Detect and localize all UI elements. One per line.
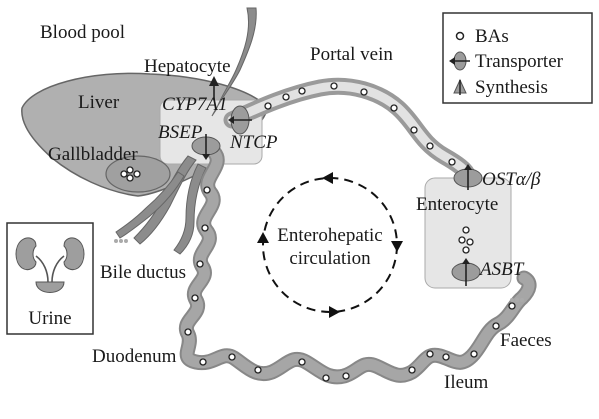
label-portal-vein: Portal vein — [310, 44, 393, 65]
label-cyp7a1: CYP7A1 — [162, 94, 227, 115]
label-hepatocyte: Hepatocyte — [144, 56, 231, 77]
label-bsep: BSEP — [158, 122, 203, 143]
ba-dot-icon — [457, 33, 464, 40]
label-duodenum: Duodenum — [92, 346, 177, 367]
label-ost: OSTα/β — [482, 169, 541, 190]
label-liver: Liver — [78, 92, 120, 113]
legend-label-synthesis: Synthesis — [475, 77, 548, 98]
label-faeces: Faeces — [500, 330, 552, 351]
legend-label-bas: BAs — [475, 26, 509, 47]
label-blood-pool: Blood pool — [40, 22, 125, 43]
label-enterocyte: Enterocyte — [416, 194, 498, 215]
label-circulation-line1: Enterohepatic — [277, 225, 383, 246]
label-asbt: ASBT — [478, 259, 525, 280]
label-circulation-line2: circulation — [289, 248, 371, 269]
label-ntcp: NTCP — [229, 132, 278, 153]
label-ileum: Ileum — [444, 372, 489, 393]
label-bile-ductus: Bile ductus — [100, 262, 186, 283]
legend-label-transporter: Transporter — [475, 51, 564, 72]
label-gallbladder: Gallbladder — [48, 144, 138, 165]
label-urine: Urine — [28, 308, 71, 329]
